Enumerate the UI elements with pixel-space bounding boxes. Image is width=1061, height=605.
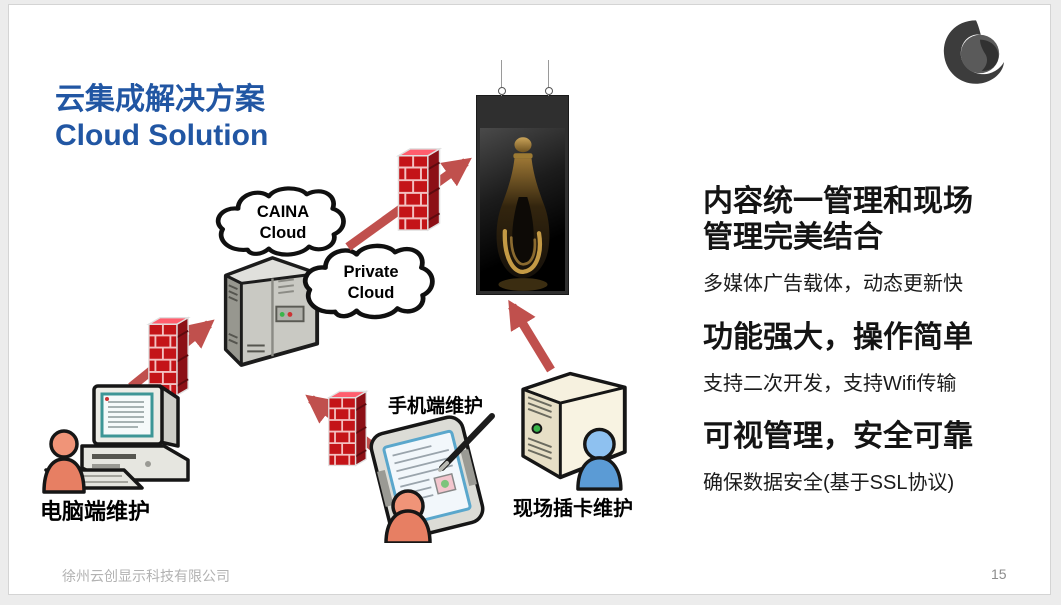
cloud-swirl-logo-icon [936,10,1016,98]
feature-detail: 确保数据安全(基于SSL协议) [703,472,955,494]
feature-heading: 可视管理，安全可靠 [703,420,973,453]
private-cloud-shape: Private Cloud [299,239,443,325]
arrow-onsite-to-display [508,299,555,373]
gold-vase-image [496,137,550,291]
label-pc-maintenance: 电脑端维护 [40,499,151,524]
footer-company-name: 徐州云创显示科技有限公司 [62,568,230,584]
hanging-wire [548,60,549,96]
onsite-server-icon [512,366,637,491]
caina-cloud-shape: CAINA Cloud [212,182,354,262]
firewall-icon [326,390,369,467]
feature-block-powerful-simple: 功能强大，操作简单 支持二次开发，支持Wifi传输 [703,320,1023,396]
page-number: 15 [991,566,1007,582]
cloud-icon [302,243,435,320]
title-english: Cloud Solution [55,119,269,152]
digital-signage-display [476,60,569,295]
firewall-icon [146,316,191,397]
hanging-wire [501,60,502,96]
firewall-icon [396,147,442,232]
cloud-server-icon [220,246,322,378]
caina-cloud-label: CAINA Cloud [256,203,310,242]
feature-heading: 功能强大，操作简单 [703,321,973,354]
pc-workstation-icon [36,380,206,502]
display-screen [480,128,565,291]
feature-block-secure-reliable: 可视管理，安全可靠 确保数据安全(基于SSL协议) [703,419,1023,495]
label-onsite-maintenance: 现场插卡维护 [513,498,633,520]
feature-detail: 支持二次开发，支持Wifi传输 [703,373,957,395]
feature-detail: 多媒体广告载体，动态更新快 [703,273,963,295]
wire-hook [498,87,506,95]
wire-hook [545,87,553,95]
label-mobile-maintenance: 手机端维护 [388,396,484,417]
feature-block-content-management: 内容统一管理和现场管理完美结合 多媒体广告载体，动态更新快 [703,184,1023,296]
tablet-mobile-icon [352,408,502,545]
cloud-icon [215,186,346,257]
feature-heading: 内容统一管理和现场管理完美结合 [703,185,973,254]
title-chinese: 云集成解决方案 [55,83,265,116]
page-title: 云集成解决方案 Cloud Solution [55,82,268,154]
private-cloud-label: Private Cloud [343,263,399,302]
